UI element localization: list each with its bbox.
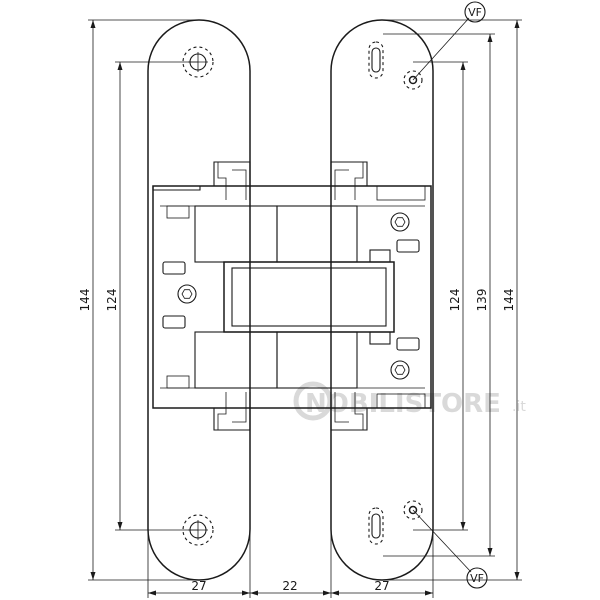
right-top-slot	[368, 41, 384, 79]
upper-arm-left	[194, 205, 278, 263]
watermark-text: NOBILISTORE	[305, 389, 501, 419]
right-bottom-adjust-hole	[403, 500, 423, 520]
right-hinge-leaf	[330, 19, 434, 581]
vf-label-top: VF	[468, 6, 482, 19]
right-top-step	[330, 161, 380, 200]
right-top-adjust-hole	[403, 70, 423, 90]
lower-arm-right	[276, 331, 358, 389]
watermark-suffix: .it	[512, 399, 526, 415]
vf-callout-bottom: VF	[412, 509, 488, 589]
lower-arm-left	[194, 331, 278, 389]
right-slot-lower	[396, 337, 420, 351]
central-pivot-inner	[231, 267, 387, 327]
dim-right-inner-label: 124	[448, 289, 462, 312]
central-pivot-block	[223, 261, 395, 333]
watermark-logo-icon	[293, 381, 333, 421]
left-leaf-outline	[147, 19, 251, 581]
right-bottom-step	[330, 392, 380, 431]
left-slot-upper	[162, 261, 186, 275]
mechanism-body	[152, 185, 432, 409]
dimension-lines	[88, 19, 522, 598]
dim-left-inner-label: 124	[105, 289, 119, 312]
dim-right-mid-label: 139	[475, 289, 489, 312]
left-slot-lower	[162, 315, 186, 329]
dim-right-outer-label: 144	[502, 289, 516, 312]
right-bottom-slot	[368, 507, 384, 545]
dim-bottom-left-label: 27	[191, 579, 206, 593]
right-lower-hex-screw	[390, 360, 410, 380]
central-mechanism	[152, 161, 432, 431]
vf-label-bottom: VF	[470, 572, 484, 585]
left-top-step	[152, 161, 251, 200]
left-bottom-step	[200, 392, 251, 431]
dim-bottom-right-label: 27	[374, 579, 389, 593]
dim-left-outer-label: 144	[78, 289, 92, 312]
left-hinge-leaf	[147, 19, 251, 581]
vf-callout-top: VF	[412, 1, 486, 81]
dim-bottom-middle-label: 22	[282, 579, 297, 593]
right-upper-hex-screw	[390, 212, 410, 232]
right-leaf-outline	[330, 19, 434, 581]
left-hex-screw	[177, 284, 197, 304]
upper-arm-right	[276, 205, 358, 263]
right-slot-upper	[396, 239, 420, 253]
